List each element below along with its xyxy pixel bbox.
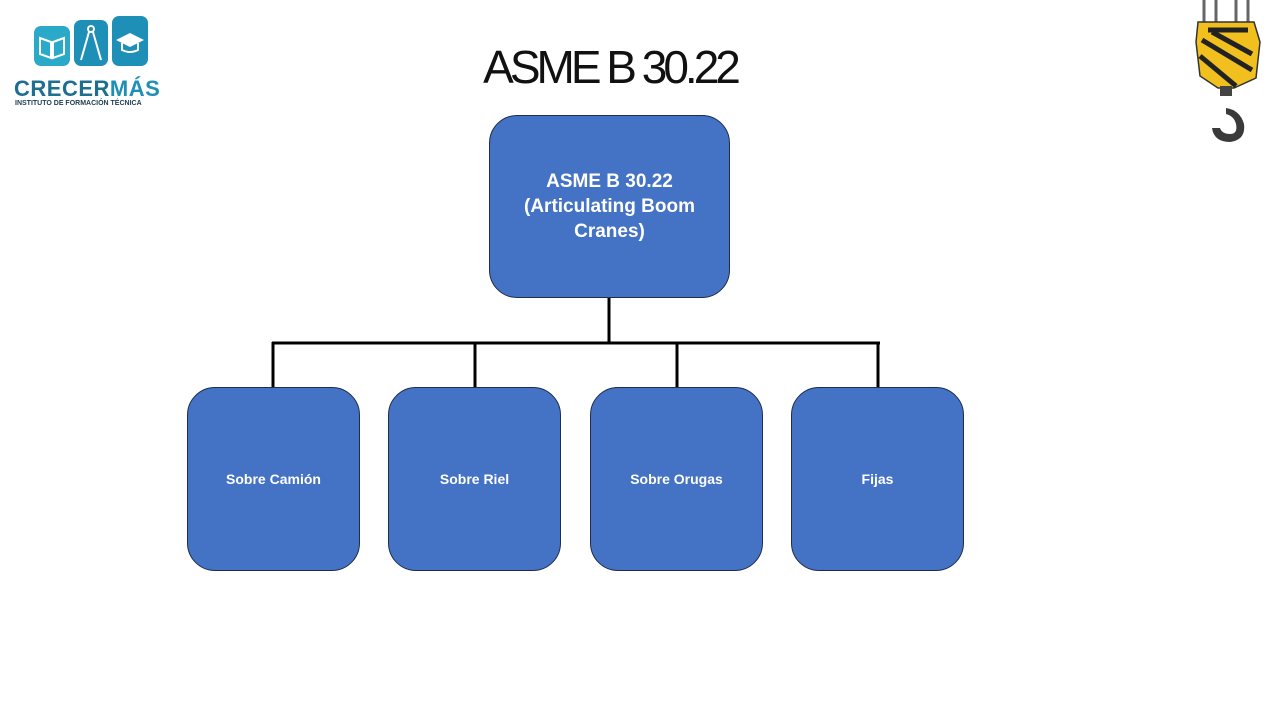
- child-node-label: Fijas: [861, 471, 894, 487]
- root-node: ASME B 30.22 (Articulating Boom Cranes): [489, 115, 730, 298]
- graduation-cap-icon: [112, 16, 148, 66]
- page-title: ASME B 30.22: [483, 41, 741, 93]
- logo-subtitle: INSTITUTO DE FORMACIÓN TÉCNICA: [15, 100, 142, 107]
- child-node-sobre-camion: Sobre Camión: [187, 387, 360, 571]
- child-node-label: Sobre Riel: [439, 471, 510, 487]
- compass-icon: [74, 20, 108, 66]
- root-node-line3: Cranes): [574, 221, 645, 242]
- child-node-label: Sobre Orugas: [630, 471, 723, 487]
- child-node-sobre-orugas: Sobre Orugas: [590, 387, 763, 571]
- child-node-fijas: Fijas: [791, 387, 964, 571]
- book-icon: [34, 26, 70, 66]
- root-node-line2: (Articulating Boom: [524, 196, 695, 217]
- crecermas-logo: CRECERMÁS INSTITUTO DE FORMACIÓN TÉCNICA: [14, 16, 174, 108]
- logo-name: CRECERMÁS: [14, 76, 161, 101]
- child-node-sobre-riel: Sobre Riel: [388, 387, 561, 571]
- root-node-line1: ASME B 30.22: [546, 171, 673, 192]
- child-node-label: Sobre Camión: [226, 471, 321, 487]
- crane-hook-icon: [1195, 0, 1261, 142]
